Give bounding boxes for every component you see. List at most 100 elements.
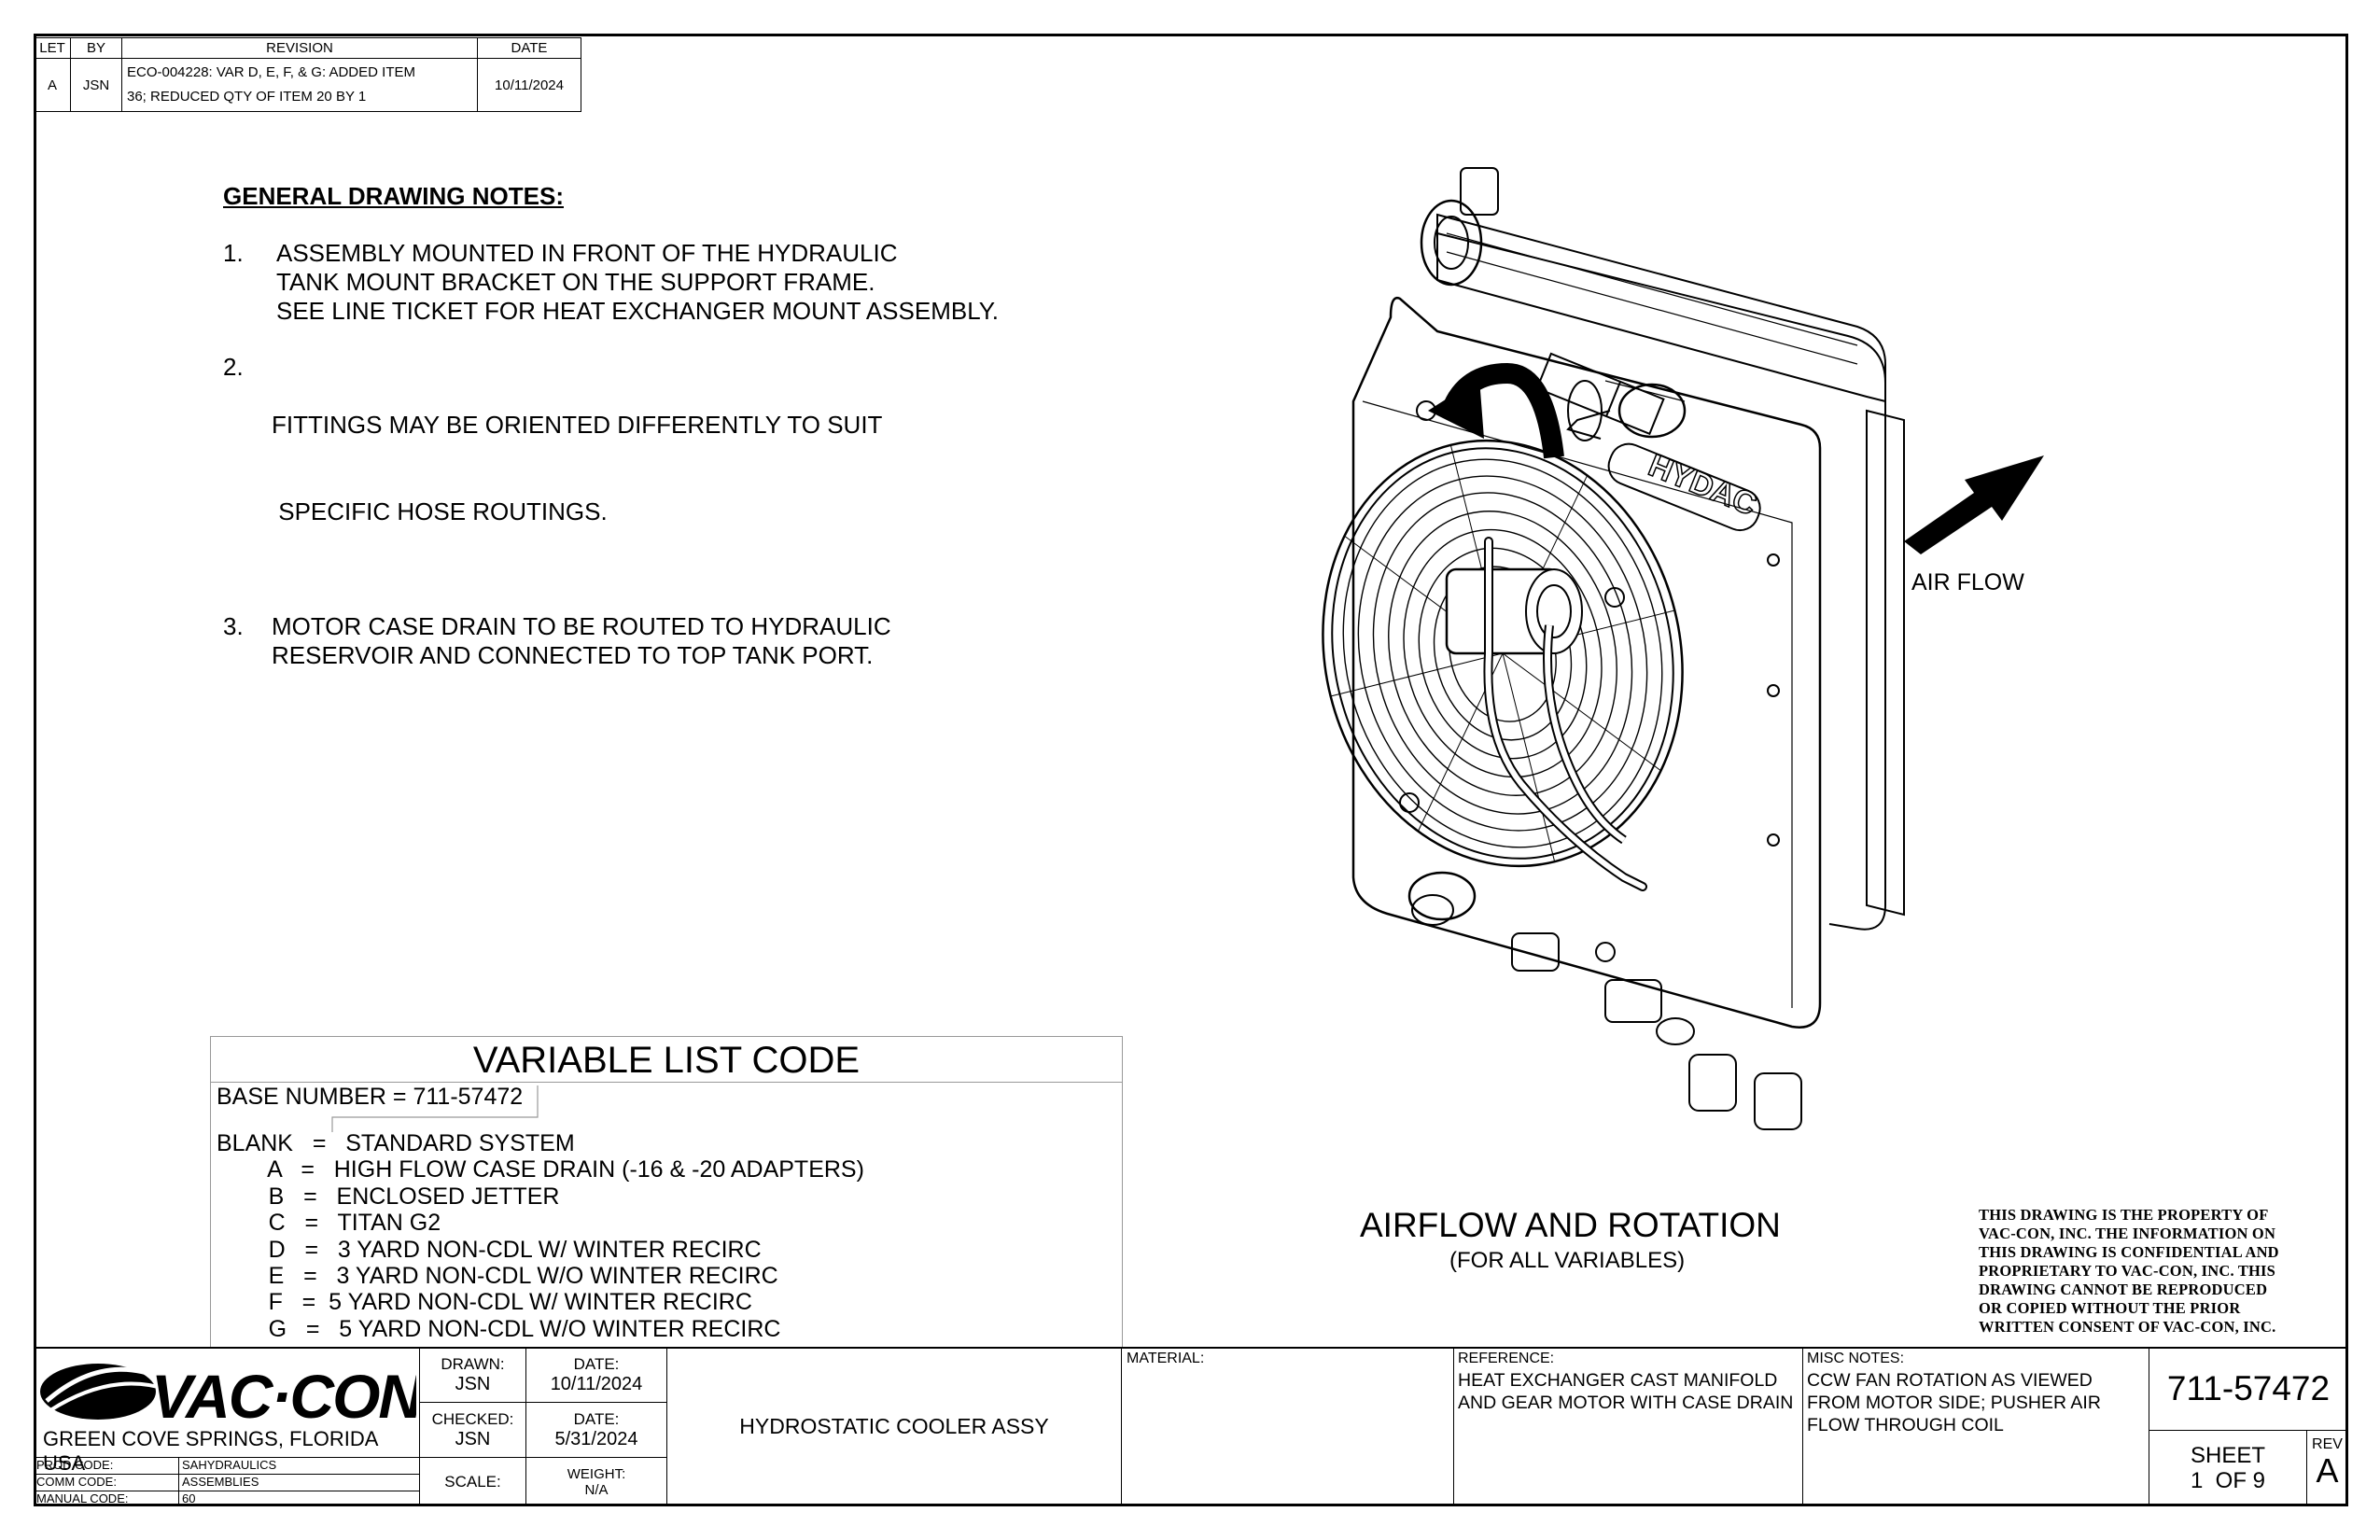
drawn-cell: DRAWN: JSN: [419, 1347, 526, 1403]
revision-date: 10/11/2024: [477, 58, 581, 112]
revision-header-let: LET: [34, 37, 71, 59]
drawn-date: 10/11/2024: [550, 1373, 643, 1394]
note-line: RESERVOIR AND CONNECTED TO TOP TANK PORT…: [272, 641, 874, 669]
variable-item: BLANK = STANDARD SYSTEM: [217, 1130, 575, 1156]
variable-list-box: VARIABLE LIST CODE BASE NUMBER = 711-574…: [210, 1036, 1123, 1347]
drawn-label: DRAWN:: [441, 1354, 505, 1373]
rev-label: REV: [2312, 1436, 2343, 1452]
scale-cell: SCALE:: [419, 1457, 526, 1506]
revision-header-row: LET BY REVISION DATE: [34, 37, 581, 59]
reference-label: REFERENCE:: [1458, 1351, 1555, 1366]
part-number: 711-57472: [2166, 1369, 2331, 1407]
reference-line: HEAT EXCHANGER CAST MANIFOLD: [1458, 1370, 1778, 1391]
variable-item: G = 5 YARD NON-CDL W/O WINTER RECIRC: [217, 1315, 781, 1342]
variable-item: F = 5 YARD NON-CDL W/ WINTER RECIRC: [217, 1289, 752, 1316]
revision-header-revision: REVISION: [121, 37, 478, 59]
reference-cell: REFERENCE: HEAT EXCHANGER CAST MANIFOLD …: [1453, 1347, 1803, 1506]
revision-header-by: BY: [70, 37, 122, 59]
code-row: PROD CODE: SAHYDRAULICS: [34, 1458, 419, 1475]
variable-base-number: BASE NUMBER = 711-57472: [217, 1084, 524, 1110]
revision-by: JSN: [70, 58, 122, 112]
weight-value: N/A: [584, 1481, 609, 1498]
note-line: TANK MOUNT BRACKET ON THE SUPPORT FRAME.: [276, 268, 875, 296]
drawing-description: HYDROSTATIC COOLER ASSY: [739, 1414, 1049, 1438]
note-line: FITTINGS MAY BE ORIENTED DIFFERENTLY TO …: [272, 411, 883, 439]
misc-notes-cell: MISC NOTES: CCW FAN ROTATION AS VIEWED F…: [1802, 1347, 2149, 1506]
air-flow-arrow: [1904, 455, 2044, 554]
notice-line: WRITTEN CONSENT OF VAC-CON, INC.: [1979, 1318, 2276, 1336]
note-item: 2. FITTINGS MAY BE ORIENTED DIFFERENTLY …: [223, 353, 999, 584]
rev-value: A: [2316, 1451, 2339, 1490]
checked-value: JSN: [455, 1428, 491, 1449]
checked-cell: CHECKED: JSN: [419, 1402, 526, 1458]
proprietary-notice: THIS DRAWING IS THE PROPERTY OF VAC-CON,…: [1979, 1206, 2343, 1337]
company-logo-swoosh: VAC·CON: [40, 1362, 416, 1427]
variable-item: D = 3 YARD NON-CDL W/ WINTER RECIRC: [217, 1236, 762, 1263]
rev-cell: REV A: [2306, 1430, 2348, 1506]
code-label: PROD CODE:: [34, 1458, 179, 1474]
rotation-arrowhead: [1428, 378, 1484, 439]
company-logo: VAC·CON: [151, 1362, 416, 1427]
scale-label: SCALE:: [444, 1472, 501, 1491]
checked-date-cell: DATE: 5/31/2024: [525, 1402, 667, 1458]
note-number: 1.: [223, 239, 244, 267]
revision-description-line: ECO-004228: VAR D, E, F, & G: ADDED ITEM: [127, 64, 415, 80]
misc-note-line: FROM MOTOR SIDE; PUSHER AIR: [1807, 1393, 2101, 1413]
drawn-date-cell: DATE: 10/11/2024: [525, 1347, 667, 1403]
part-number-cell: 711-57472: [2149, 1347, 2348, 1431]
figure-caption-title: AIRFLOW AND ROTATION: [1360, 1206, 1781, 1244]
variable-item: B = ENCLOSED JETTER: [217, 1183, 560, 1210]
checked-label: CHECKED:: [431, 1409, 514, 1428]
revision-description-line: 36; REDUCED QTY OF ITEM 20 BY 1: [127, 89, 367, 105]
note-line: SPECIFIC HOSE ROUTINGS.: [272, 497, 608, 525]
notice-line: THIS DRAWING IS THE PROPERTY OF: [1979, 1206, 2269, 1224]
note-line: ASSEMBLY MOUNTED IN FRONT OF THE HYDRAUL…: [276, 239, 898, 267]
notice-line: PROPRIETARY TO VAC-CON, INC. THIS: [1979, 1262, 2276, 1280]
note-item: 3. MOTOR CASE DRAIN TO BE ROUTED TO HYDR…: [223, 612, 999, 670]
description-cell: HYDROSTATIC COOLER ASSY: [666, 1347, 1122, 1506]
code-value: SAHYDRAULICS: [182, 1458, 277, 1472]
code-value: 60: [182, 1491, 196, 1505]
sheet-cell: SHEET 1 OF 9: [2149, 1430, 2307, 1506]
general-notes-title: GENERAL DRAWING NOTES:: [223, 182, 564, 210]
base-number-bracket: [331, 1085, 539, 1132]
notice-line: VAC-CON, INC. THE INFORMATION ON: [1979, 1225, 2276, 1242]
cooler-assembly-drawing: HYDAC: [1322, 167, 1905, 1130]
revision-header-date: DATE: [477, 37, 581, 59]
title-block: [34, 1347, 2348, 1506]
figure-caption-subtitle: (FOR ALL VARIABLES): [1449, 1248, 1686, 1273]
misc-notes-label: MISC NOTES:: [1807, 1351, 1905, 1366]
revision-table: LET BY REVISION DATE A JSN ECO-004228: V…: [34, 37, 581, 112]
variable-item: A = HIGH FLOW CASE DRAIN (-16 & -20 ADAP…: [217, 1156, 864, 1183]
drawn-value: JSN: [455, 1373, 491, 1394]
notice-line: DRAWING CANNOT BE REPRODUCED: [1979, 1281, 2268, 1298]
revision-let: A: [34, 58, 71, 112]
material-cell: MATERIAL:: [1121, 1347, 1454, 1506]
product-marking: HYDAC: [1644, 448, 1761, 524]
variable-list: BLANK = STANDARD SYSTEM A = HIGH FLOW CA…: [217, 1130, 864, 1342]
variable-item: C = TITAN G2: [217, 1210, 441, 1237]
sheet-value: 1 OF 9: [2190, 1468, 2266, 1493]
general-notes: GENERAL DRAWING NOTES: 1. ASSEMBLY MOUNT…: [223, 182, 999, 670]
air-flow-label: AIR FLOW: [1911, 569, 2024, 595]
code-label: MANUAL CODE:: [34, 1491, 179, 1506]
weight-label: WEIGHT:: [567, 1465, 626, 1482]
note-number: 3.: [223, 612, 244, 640]
checked-date-label: DATE:: [573, 1409, 620, 1428]
notice-line: OR COPIED WITHOUT THE PRIOR: [1979, 1299, 2241, 1317]
notice-line: THIS DRAWING IS CONFIDENTIAL AND: [1979, 1243, 2279, 1261]
code-value: ASSEMBLIES: [182, 1475, 259, 1489]
company-location: GREEN COVE SPRINGS, FLORIDA USA: [43, 1427, 378, 1475]
code-row: COMM CODE: ASSEMBLIES: [34, 1475, 419, 1491]
logo-cell: VAC·CON GREEN COVE SPRINGS, FLORIDA USA: [34, 1347, 420, 1475]
revision-description: ECO-004228: VAR D, E, F, & G: ADDED ITEM…: [121, 58, 478, 112]
note-line: SEE LINE TICKET FOR HEAT EXCHANGER MOUNT…: [276, 297, 999, 325]
checked-date: 5/31/2024: [554, 1428, 638, 1449]
note-line: MOTOR CASE DRAIN TO BE ROUTED TO HYDRAUL…: [272, 612, 891, 640]
sheet-label: SHEET: [2190, 1443, 2265, 1468]
code-label: COMM CODE:: [34, 1475, 179, 1491]
code-row: MANUAL CODE: 60: [34, 1491, 419, 1506]
variable-item: E = 3 YARD NON-CDL W/O WINTER RECIRC: [217, 1263, 778, 1290]
weight-cell: WEIGHT: N/A: [525, 1457, 667, 1506]
misc-note-line: FLOW THROUGH COIL: [1807, 1415, 2004, 1435]
